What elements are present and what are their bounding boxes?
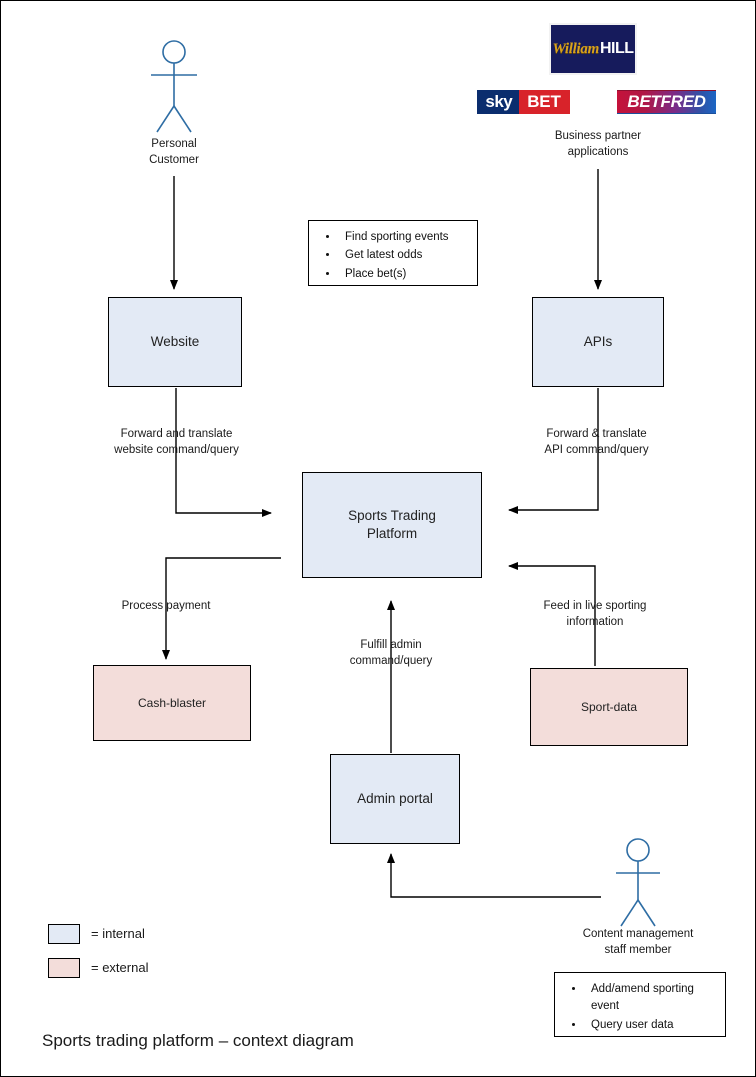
- edge-label-apis-to-platform: Forward & translate API command/query: [544, 428, 649, 456]
- edge-label-platform-to-cash-blaster: Process payment: [121, 600, 211, 612]
- node-website[interactable]: Website: [108, 297, 242, 387]
- legend-label-internal: = internal: [91, 926, 145, 941]
- node-admin-portal[interactable]: Admin portal: [330, 754, 460, 844]
- actor-label-text: Content management staff member: [582, 928, 694, 956]
- page-title: Sports trading platform – context diagra…: [42, 1031, 354, 1050]
- edge-label-admin-portal-to-platform: Fulfill admin command/query: [349, 639, 433, 667]
- legend-label-external: = external: [91, 960, 149, 975]
- list-item: Get latest odds: [339, 247, 467, 264]
- logo-betfred: BETFRED: [617, 90, 716, 114]
- node-sports-trading-platform[interactable]: Sports Trading Platform: [302, 472, 482, 578]
- node-sport-data-label: Sport-data: [580, 699, 638, 714]
- node-apis-label: APIs: [583, 333, 613, 349]
- edge-platform-to-cash-blaster: [162, 557, 281, 660]
- sky-bet-bet-text: BET: [519, 90, 570, 114]
- legend-swatch-internal: [48, 924, 80, 944]
- node-apis[interactable]: APIs: [532, 297, 664, 387]
- list-item: Find sporting events: [339, 229, 467, 246]
- node-admin-portal-label: Admin portal: [357, 790, 433, 806]
- betfred-text: BETFRED: [627, 92, 706, 111]
- note-staff-actions: Add/amend sporting event Query user data: [554, 972, 726, 1037]
- list-item: Add/amend sporting event: [585, 981, 715, 1016]
- actor-label-content-management-staff: Content management staff member: [562, 927, 714, 958]
- edge-website-to-platform: [175, 388, 272, 517]
- edge-apis-to-platform: [508, 388, 599, 514]
- actor-content-management-staff-figure: [616, 838, 660, 927]
- node-cash-blaster[interactable]: Cash-blaster: [93, 665, 251, 741]
- node-website-label: Website: [150, 333, 200, 349]
- actor-label-personal-customer: Personal Customer: [149, 138, 199, 166]
- legend-swatch-external: [48, 958, 80, 978]
- list-item: Query user data: [585, 1017, 715, 1034]
- william-hill-script-text: William: [552, 40, 599, 57]
- partner-logos-caption: Business partner applications: [554, 130, 642, 158]
- edge-sport-data-to-platform: [508, 562, 596, 666]
- note-customer-actions: Find sporting events Get latest odds Pla…: [308, 220, 478, 286]
- edge-label-website-to-platform: Forward and translate website command/qu…: [114, 428, 239, 456]
- node-cash-blaster-label: Cash-blaster: [137, 695, 207, 710]
- sky-bet-sky-text: sky: [477, 90, 520, 114]
- logo-sky-bet: sky BET: [475, 90, 572, 114]
- william-hill-bold-text: HILL: [599, 40, 634, 57]
- node-sports-trading-platform-label: Sports Trading Platform: [348, 507, 436, 541]
- edge-label-sport-data-to-platform: Feed in live sporting information: [543, 600, 647, 628]
- list-item: Place bet(s): [339, 266, 467, 283]
- note-staff-actions-list: Add/amend sporting event Query user data: [559, 981, 715, 1034]
- node-sport-data[interactable]: Sport-data: [530, 668, 688, 746]
- actor-personal-customer-figure: [151, 40, 197, 133]
- note-customer-actions-list: Find sporting events Get latest odds Pla…: [313, 229, 467, 283]
- edge-staff-to-admin-portal: [387, 853, 601, 898]
